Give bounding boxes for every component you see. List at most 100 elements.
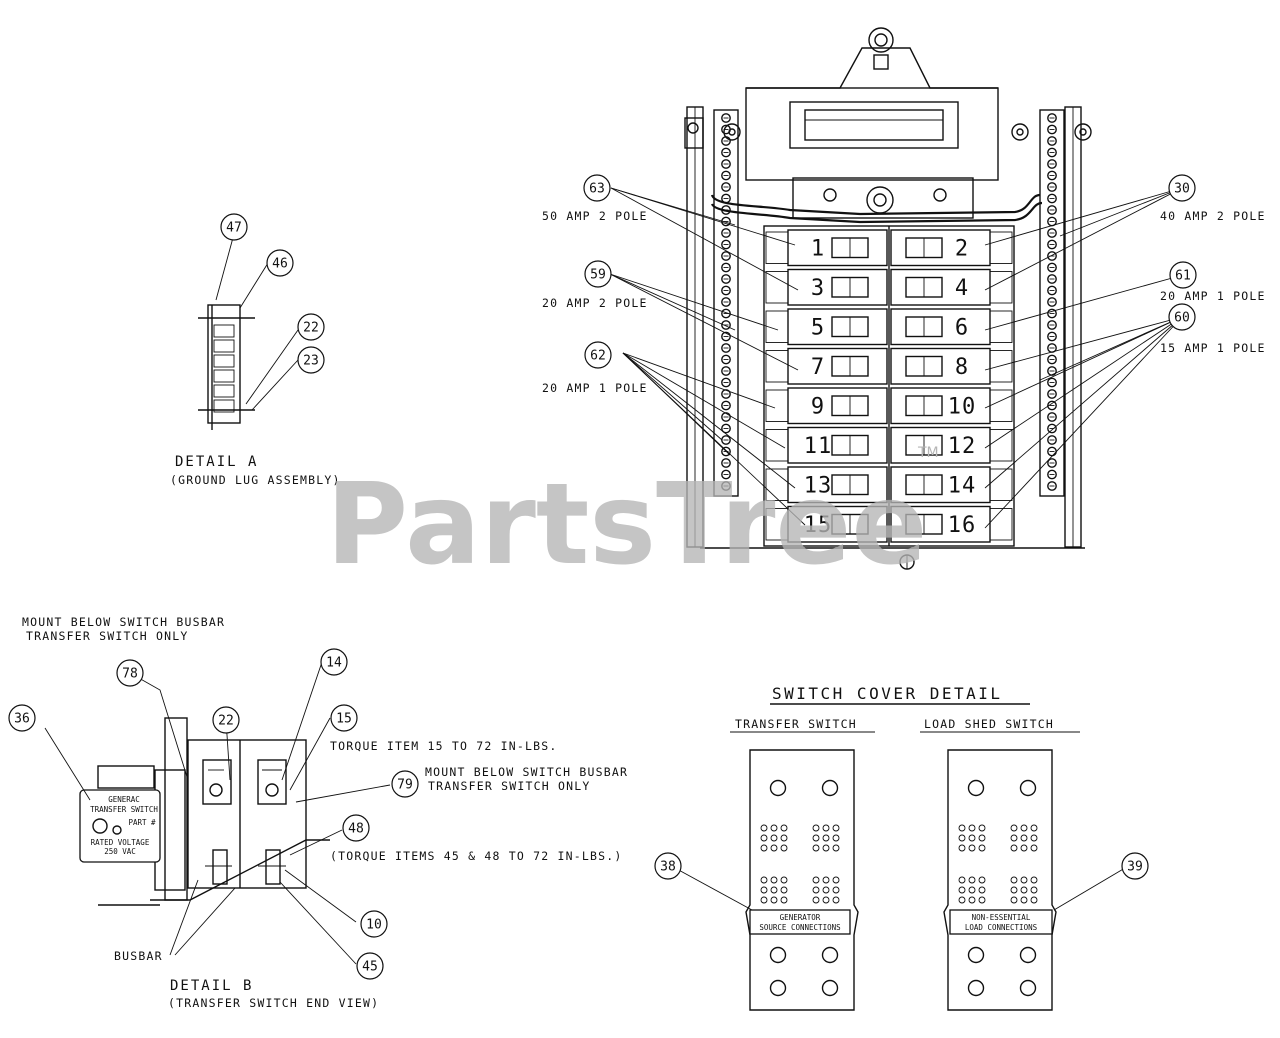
- svg-text:59: 59: [590, 268, 606, 283]
- vent-hole: [968, 886, 976, 894]
- mounting-hole: [821, 946, 839, 964]
- vent-hole: [1020, 876, 1028, 884]
- vent-hole: [958, 834, 966, 842]
- vent-hole: [832, 844, 840, 852]
- vent-hole: [780, 834, 788, 842]
- vent-hole: [822, 824, 830, 832]
- breaker-left: [787, 505, 888, 543]
- callout-60: 60: [1168, 303, 1196, 331]
- svg-text:36: 36: [14, 712, 30, 727]
- callout-36: 36: [8, 704, 36, 732]
- vent-hole: [832, 824, 840, 832]
- breaker-number-right: 16: [948, 513, 977, 538]
- callout-38: 38: [654, 852, 682, 880]
- vent-hole: [822, 896, 830, 904]
- breaker-number-right: 2: [955, 236, 969, 261]
- vent-hole: [1020, 896, 1028, 904]
- callout-10: 10: [360, 910, 388, 938]
- neutral-screw: [721, 354, 731, 365]
- label-20-amp-1-pole-right: 20 AMP 1 POLE: [1160, 289, 1266, 303]
- vent-hole: [1030, 876, 1038, 884]
- vent-hole: [760, 896, 768, 904]
- mounting-hole: [1019, 979, 1037, 997]
- breaker-number-right: 10: [948, 394, 977, 419]
- svg-text:46: 46: [272, 257, 288, 272]
- vent-hole: [1010, 834, 1018, 842]
- vent-hole: [760, 834, 768, 842]
- breaker-left: [787, 466, 888, 504]
- callout-48: 48: [342, 814, 370, 842]
- callout-61: 61: [1169, 261, 1197, 289]
- generator-source-label: [749, 909, 851, 935]
- callout-15: 15: [330, 704, 358, 732]
- vent-hole: [1020, 824, 1028, 832]
- vent-hole: [1010, 844, 1018, 852]
- svg-text:30: 30: [1174, 182, 1190, 197]
- vent-hole: [812, 834, 820, 842]
- callout-22: 22: [297, 313, 325, 341]
- vent-hole: [822, 834, 830, 842]
- panel-labels: 50 AMP 2 POLE 20 AMP 2 POLE 20 AMP 1 POL…: [542, 209, 1266, 395]
- label-rated: RATED VOLTAGE: [91, 838, 150, 847]
- ground-lug-cell: [213, 369, 235, 383]
- breaker-number-right: 8: [955, 355, 969, 380]
- neutral-screw: [721, 412, 731, 422]
- vent-hole: [968, 876, 976, 884]
- neutral-bar-left-screws: [721, 113, 731, 491]
- neutral-screw: [721, 297, 731, 307]
- neutral-screw: [721, 285, 731, 296]
- detail-a-subtitle: (GROUND LUG ASSEMBLY): [170, 473, 341, 487]
- neutral-screw: [721, 400, 731, 411]
- mounting-hole: [967, 779, 985, 797]
- watermark-text: PartsTree: [326, 460, 927, 590]
- breaker-number-right: 12: [948, 434, 977, 459]
- neutral-screw: [721, 320, 731, 330]
- callout-30: 30: [1168, 174, 1196, 202]
- neutral-screw: [721, 124, 731, 135]
- breaker-number-right: 14: [948, 473, 977, 498]
- vent-hole: [770, 886, 778, 894]
- label-part: PART #: [128, 818, 156, 827]
- ground-lug-cell: [213, 354, 235, 368]
- ground-lug-cell: [213, 384, 235, 398]
- main-breaker-housing: [745, 87, 999, 181]
- vent-hole: [770, 834, 778, 842]
- breaker-right: [890, 426, 991, 464]
- vent-hole: [812, 886, 820, 894]
- neutral-screw: [1047, 366, 1057, 376]
- neutral-screw: [1047, 193, 1057, 204]
- svg-text:14: 14: [326, 656, 342, 671]
- load-shed-switch-cover: [943, 749, 1057, 1011]
- detail-b-mount-note-1: MOUNT BELOW SWITCH BUSBAR: [22, 615, 225, 629]
- vent-hole: [812, 876, 820, 884]
- mounting-hole: [967, 946, 985, 964]
- neutral-screw: [1047, 274, 1057, 284]
- breaker-number-left: 1: [811, 236, 825, 261]
- svg-text:10: 10: [366, 918, 382, 933]
- vent-hole: [968, 844, 976, 852]
- neutral-screw: [721, 377, 731, 388]
- vent-hole: [780, 886, 788, 894]
- svg-text:23: 23: [303, 354, 319, 369]
- torque-note-45-48: (TORQUE ITEMS 45 & 48 TO 72 IN-LBS.): [330, 849, 622, 863]
- detail-b-title: DETAIL B: [170, 978, 253, 994]
- neutral-screw: [721, 308, 731, 319]
- vent-hole: [1010, 824, 1018, 832]
- svg-text:60: 60: [1174, 311, 1190, 326]
- label-40-amp-2-pole: 40 AMP 2 POLE: [1160, 209, 1266, 223]
- svg-text:62: 62: [590, 349, 606, 364]
- svg-text:15: 15: [336, 712, 352, 727]
- neutral-screw: [1047, 124, 1057, 135]
- neutral-screw: [721, 205, 731, 215]
- neutral-screw: [1047, 458, 1057, 468]
- neutral-bar-right: [1039, 109, 1065, 497]
- breaker-number-left: 9: [811, 394, 825, 419]
- neutral-screw: [1047, 331, 1057, 342]
- generator-label-line-1: GENERATOR: [780, 913, 821, 922]
- vent-hole: [812, 896, 820, 904]
- neutral-screw: [1047, 481, 1057, 491]
- neutral-screw: [721, 228, 731, 238]
- generator-label-line-2: SOURCE CONNECTIONS: [759, 923, 841, 932]
